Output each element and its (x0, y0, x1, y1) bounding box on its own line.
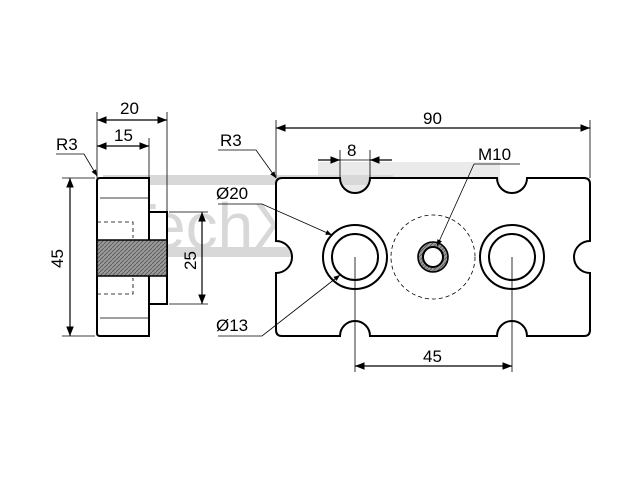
leader-inner-dia (218, 274, 341, 337)
dim-label-slot: 8 (347, 141, 356, 160)
dim-label-height: 45 (48, 249, 67, 268)
side-view-hidden-lines (97, 221, 134, 295)
dim-label-width-total: 20 (120, 99, 139, 118)
label-outer-dia: Ø20 (216, 184, 248, 203)
leader-r3-front (218, 149, 277, 179)
dim-label-spacing: 45 (423, 347, 442, 366)
leader-thread (437, 163, 520, 246)
leader-r3-side (56, 153, 98, 177)
side-view-thread (96, 239, 168, 277)
label-r3-front: R3 (220, 131, 242, 150)
front-center-bore (422, 246, 444, 268)
leader-outer-dia (218, 203, 333, 236)
front-slot-extensions (339, 150, 371, 178)
front-center-hidden-circle (390, 214, 476, 300)
dim-label-length: 90 (423, 109, 442, 128)
side-view: 20 15 45 25 R3 (48, 99, 208, 337)
dim-label-width-body: 15 (114, 126, 133, 145)
label-r3-side: R3 (56, 135, 78, 154)
front-spacing-extensions (354, 257, 513, 372)
side-view-chamfer-lines (100, 197, 149, 319)
front-view: 90 8 45 R3 M10 Ø20 Ø13 (216, 109, 591, 372)
label-thread: M10 (478, 145, 511, 164)
label-inner-dia: Ø13 (216, 316, 248, 335)
dim-label-boss-height: 25 (181, 251, 200, 270)
